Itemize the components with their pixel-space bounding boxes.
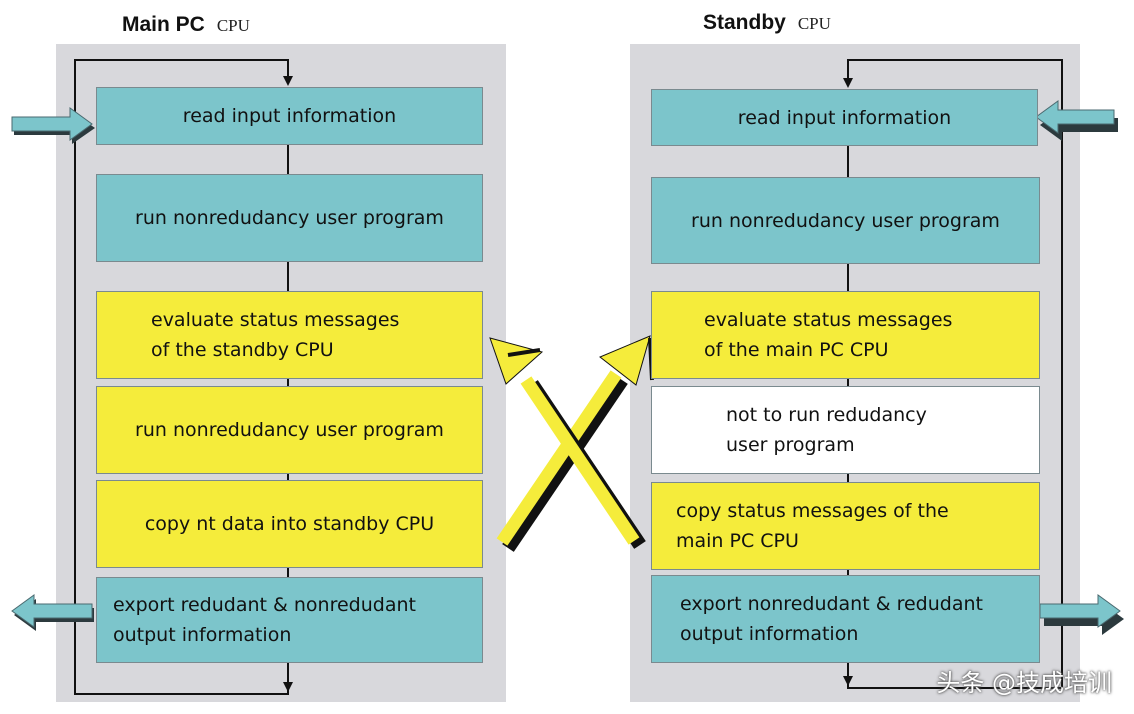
step-text: run nonredudancy user program (135, 419, 444, 441)
standby-step-copy-status: copy status messages of the main PC CPU (651, 482, 1040, 570)
watermark: 头条 @技成培训 (936, 669, 1112, 697)
main-pc-step-read-input: read input information (96, 87, 483, 145)
main-to-standby-arrow-icon (496, 335, 654, 552)
main-pc-title-text: Main PC (122, 13, 205, 36)
standby-subtitle: CPU (797, 14, 831, 33)
main-pc-title: Main PC CPU (122, 13, 250, 37)
step-text-line-2: user program (726, 434, 855, 456)
standby-input-arrow-icon (1035, 100, 1118, 141)
standby-step-no-redundancy: not to run redudancy user program (651, 386, 1040, 474)
step-text-line-2: output information (113, 624, 292, 646)
step-text: run nonredudancy user program (135, 207, 444, 229)
step-text-line-1: evaluate status messages (704, 309, 953, 331)
standby-output-arrow-icon (1039, 594, 1124, 635)
main-pc-output-arrow-icon (11, 594, 94, 631)
step-text-line-1: copy status messages of the (676, 500, 949, 522)
step-text-line-1: export redudant & nonredudant (113, 594, 416, 616)
step-text: read input information (182, 105, 397, 127)
step-text-line-2: of the standby CPU (151, 339, 334, 361)
standby-title: Standby CPU (703, 11, 831, 35)
step-text: read input information (737, 106, 952, 129)
step-text-line-2: output information (680, 623, 859, 645)
main-pc-step-copy-data: copy nt data into standby CPU (96, 480, 483, 568)
standby-title-text: Standby (703, 11, 786, 34)
step-text-line-2: of the main PC CPU (704, 339, 889, 361)
step-text: run nonredudancy user program (691, 209, 1000, 232)
main-pc-step-evaluate-status: evaluate status messages of the standby … (96, 291, 483, 379)
standby-step-evaluate-status: evaluate status messages of the main PC … (651, 291, 1040, 379)
main-pc-step-run-program-2: run nonredudancy user program (96, 386, 483, 474)
main-pc-step-run-program: run nonredudancy user program (96, 174, 483, 262)
step-text-line-2: main PC CPU (676, 530, 799, 552)
standby-to-main-arrow-icon (489, 337, 646, 549)
main-pc-input-arrow-icon (11, 107, 95, 144)
standby-step-run-program: run nonredudancy user program (651, 177, 1040, 264)
main-pc-step-export-output: export redudant & nonredudant output inf… (96, 577, 483, 663)
step-text-line-1: export nonredudant & redudant (680, 593, 983, 615)
step-text-line-1: evaluate status messages (151, 309, 400, 331)
standby-step-read-input: read input information (651, 89, 1038, 146)
step-text: copy nt data into standby CPU (144, 513, 435, 535)
standby-step-export-output: export nonredudant & redudant output inf… (651, 575, 1040, 663)
main-pc-subtitle: CPU (216, 16, 250, 35)
step-text-line-1: not to run redudancy (726, 404, 927, 426)
